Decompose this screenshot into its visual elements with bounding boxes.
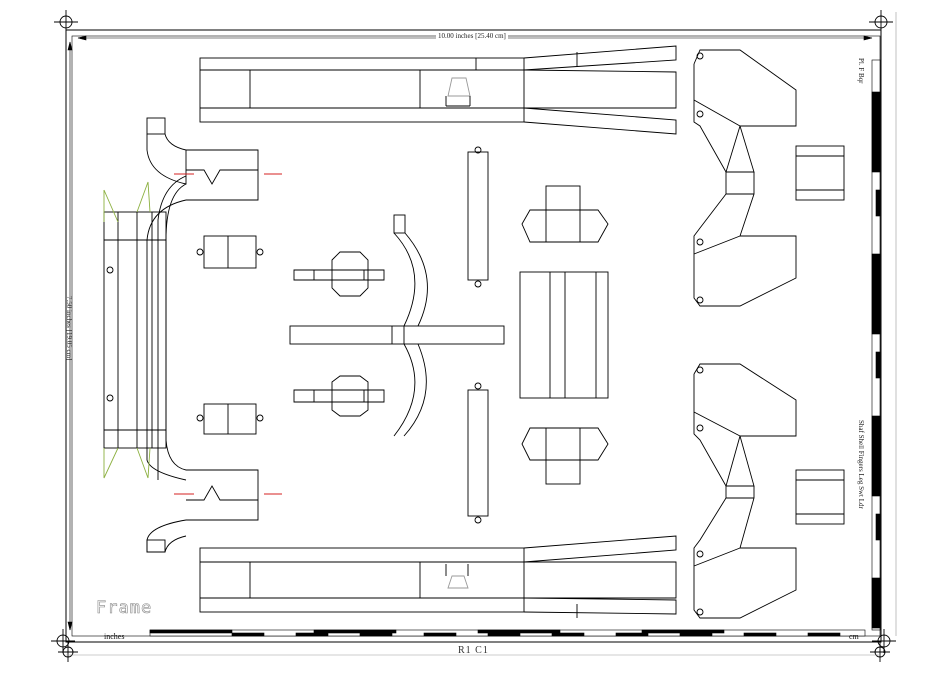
side-label-top: Pl. F Bqr	[857, 58, 865, 84]
center-cross-piece	[289, 214, 505, 437]
box-net-top	[521, 185, 609, 243]
tile-id: R1 C1	[458, 645, 489, 656]
side-box-top	[795, 145, 845, 201]
side-box-bottom	[795, 469, 845, 525]
side-label-bottom: Shaf Shell Fingers Leg Swt Ldr	[857, 420, 865, 509]
scale-left-label: inches	[104, 632, 125, 641]
left-side-frame	[103, 117, 282, 553]
height-dimension-label: 7.50 inches [19.05 cm]	[65, 296, 73, 361]
right-scale-bar	[871, 59, 881, 631]
registration-mark-bottom-left	[51, 629, 75, 653]
leg-piece-bottom	[693, 363, 797, 619]
box-net-bottom	[521, 427, 609, 485]
vertical-strip-top	[467, 146, 489, 288]
registration-mark-bottom-left-2	[58, 642, 78, 662]
center-panel	[519, 271, 609, 399]
top-arm-piece	[199, 45, 677, 135]
part-title: Frame	[96, 598, 153, 619]
registration-mark-bottom-right-2	[870, 642, 890, 662]
outer-border	[65, 29, 882, 643]
scale-right-label: cm	[849, 632, 859, 641]
bottom-scale-bar	[149, 629, 866, 637]
small-block-top	[196, 235, 264, 269]
vertical-strip-bottom	[467, 382, 489, 524]
width-dimension-label: 10.00 inches [25.40 cm]	[436, 32, 508, 40]
height-dimension-line	[67, 41, 73, 631]
small-block-bottom	[196, 403, 264, 435]
leg-piece-top	[693, 49, 797, 307]
bottom-arm-piece	[199, 535, 677, 618]
